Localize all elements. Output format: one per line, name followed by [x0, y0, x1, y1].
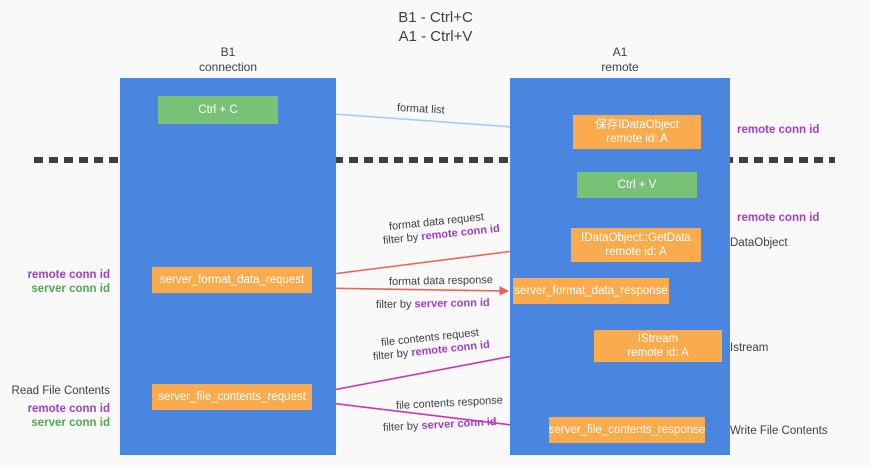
annotation-remote-conn-id-top: remote conn id [737, 124, 820, 136]
annotation-istream: Istream [730, 342, 769, 354]
node-server-file-contents-request[interactable]: server_file_contents_request [152, 384, 312, 410]
node-idataobject-getdata[interactable]: IDataObject::GetData remote id: A [571, 228, 701, 262]
annotation-left-conn-ids-2: remote conn id server conn id [0, 402, 110, 430]
trust-boundary-divider [34, 157, 835, 163]
page-title: B1 - Ctrl+C A1 - Ctrl+V [398, 9, 473, 45]
filter-by-text-2: filter by [375, 298, 415, 311]
annotation-remote-conn-id-left-1: remote conn id [27, 269, 110, 281]
annotation-remote-conn-id-mid: remote conn id [737, 212, 820, 224]
filter-by-text-4: filter by [382, 419, 422, 434]
annotation-dataobject: DataObject [730, 237, 788, 249]
annotation-write-file-contents: Write File Contents [730, 425, 828, 437]
column-header-a1: A1 remote [601, 45, 639, 74]
annotation-server-conn-id-left-2: server conn id [31, 417, 110, 429]
node-server-format-data-request[interactable]: server_format_data_request [152, 267, 312, 293]
annotation-remote-conn-id-left-2: remote conn id [27, 403, 110, 415]
filter-by-text-3: filter by [372, 347, 412, 363]
edge-label-filter-server-conn-id-1: filter by server conn id [376, 296, 490, 312]
server-conn-id-text-2: server conn id [421, 416, 497, 432]
edge-label-format-data-response: format data response [388, 274, 494, 288]
annotation-read-file-contents: Read File Contents [11, 385, 110, 397]
arrow-file-contents-response [313, 400, 545, 433]
filter-by-text-1: filter by [382, 231, 422, 247]
node-save-idataobject[interactable]: 保存IDataObject remote id: A [573, 115, 701, 149]
column-header-b1: B1 connection [198, 45, 258, 74]
node-server-format-data-response[interactable]: server_format_data_response [513, 278, 669, 304]
arrow-format-data-response [313, 286, 509, 296]
annotation-left-conn-ids: remote conn id server conn id [0, 268, 110, 296]
node-ctrl-c[interactable]: Ctrl + C [158, 96, 278, 124]
annotation-server-conn-id-left-1: server conn id [31, 283, 110, 295]
edge-label-format-list: format list [396, 102, 445, 117]
node-server-file-contents-response[interactable]: server_file_contents_response [549, 417, 705, 443]
node-istream[interactable]: IStream remote id: A [594, 330, 722, 362]
node-ctrl-v[interactable]: Ctrl + V [577, 172, 697, 198]
server-conn-id-text-1: server conn id [414, 297, 490, 311]
